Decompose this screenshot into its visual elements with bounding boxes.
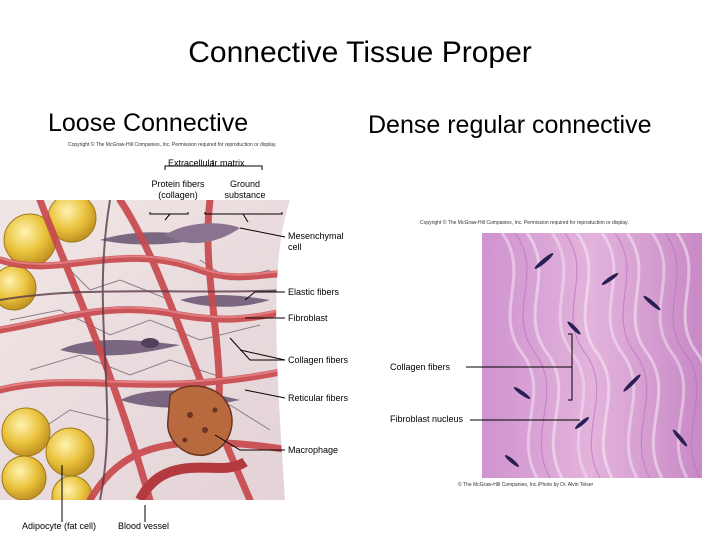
loose-connective-illustration — [0, 200, 290, 500]
dense-collagen-fibers-label: Collagen fibers — [390, 362, 451, 372]
collagen-fibers-label: Collagen fibers — [288, 355, 349, 365]
fibroblast-nucleus-label: Fibroblast nucleus — [390, 414, 464, 424]
slide-title: Connective Tissue Proper — [188, 36, 532, 69]
right-label-leaders — [466, 333, 580, 421]
blood-vessel-label: Blood vessel — [118, 521, 170, 531]
mesenchymal-cell-label: Mesenchymal cell — [288, 231, 344, 252]
macrophage-label: Macrophage — [288, 445, 339, 455]
elastic-fibers-label: Elastic fibers — [288, 287, 340, 297]
dense-regular-micrograph — [482, 233, 702, 478]
right-copyright: Copyright © The McGraw-Hill Companies, I… — [420, 220, 629, 226]
photo-credit: © The McGraw-Hill Companies, Inc./Photo … — [458, 482, 594, 488]
ground-substance-label: Ground substance — [224, 179, 266, 200]
loose-connective-heading: Loose Connective — [48, 109, 249, 137]
reticular-fibers-label: Reticular fibers — [288, 393, 349, 403]
extracellular-matrix-label: Extracellular matrix — [168, 158, 245, 168]
adipocyte-label: Adipocyte (fat cell) — [22, 521, 97, 531]
left-copyright: Copyright © The McGraw-Hill Companies, I… — [68, 142, 277, 148]
dense-regular-heading: Dense regular connective — [368, 111, 652, 139]
protein-fibers-label: Protein fibers (collagen) — [151, 179, 205, 200]
macrophage-cell — [167, 385, 233, 456]
left-label-leaders — [61, 160, 286, 522]
fibroblast-label: Fibroblast — [288, 313, 328, 323]
